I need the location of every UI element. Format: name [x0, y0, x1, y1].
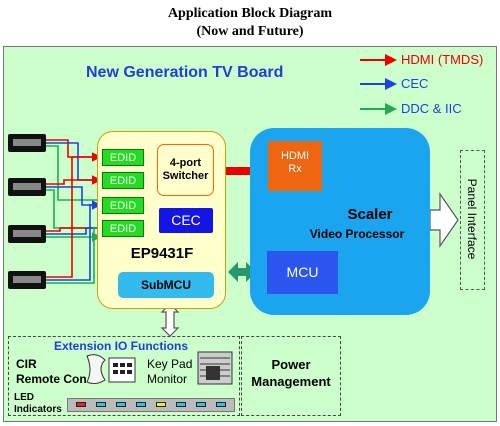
hdmi-connector-icons: [8, 134, 46, 289]
led-label-line1: LED: [14, 392, 34, 403]
power-management-box: [241, 336, 341, 416]
edid-block-1: EDID: [102, 149, 144, 166]
led-indicator-4: [136, 402, 146, 407]
page-subtitle: (Now and Future): [196, 24, 304, 39]
hdmi-rx-line1: HDMI: [280, 150, 310, 162]
board-title: New Generation TV Board: [86, 64, 284, 81]
power-label-line1: Power: [271, 357, 311, 372]
edid-block-3: EDID: [102, 197, 144, 214]
led-indicator-8: [216, 402, 226, 407]
cir-label-line1: CIR: [16, 357, 37, 371]
port-switcher: 4-port Switcher: [157, 144, 214, 196]
hdmi-rx-block: HDMI Rx: [268, 141, 322, 191]
led-indicator-3: [116, 402, 126, 407]
legend-hdmi-label: HDMI (TMDS): [401, 52, 484, 67]
cir-label-line2: Remote Con: [16, 372, 87, 386]
edid-block-4: EDID: [102, 220, 144, 237]
chip-extension-arrow: [160, 303, 180, 337]
submcu-block: SubMCU: [118, 272, 214, 298]
power-label-line2: Management: [251, 374, 331, 389]
scaler-panel-arrow: [429, 192, 459, 248]
panel-interface-box: [460, 150, 485, 290]
keypad-monitor-icon: [197, 351, 233, 385]
led-row: [76, 402, 226, 407]
led-indicator-6: [176, 402, 186, 407]
switcher-label-line1: 4-port: [169, 157, 202, 169]
switcher-label-line2: Switcher: [162, 170, 209, 182]
scaler-title: Scaler: [347, 206, 393, 223]
led-indicator-1: [76, 402, 86, 407]
led-label-line2: Indicators: [14, 404, 62, 415]
led-indicator-2: [96, 402, 106, 407]
keypad-label-line2: Monitor: [147, 372, 188, 386]
keypad-label-line1: Key Pad: [147, 357, 193, 371]
extension-io-title: Extension IO Functions: [54, 339, 189, 353]
panel-interface-label: Panel Interface: [465, 178, 479, 260]
legend-cec-label: CEC: [401, 76, 429, 91]
hdmi-rx-line2: Rx: [288, 163, 302, 175]
mcu-block: MCU: [267, 251, 338, 294]
edid-block-2: EDID: [102, 172, 144, 189]
chip-name: EP9431F: [130, 245, 194, 262]
page-title: Application Block Diagram: [167, 6, 333, 21]
hdmi-port-wires: [46, 139, 102, 284]
led-indicator-5: [156, 402, 166, 407]
remote-sensor-icon: [86, 354, 136, 385]
scaler-subtitle: Video Processor: [309, 227, 405, 241]
legend-ddc-label: DDC & IIC: [401, 101, 462, 116]
cec-block: CEC: [159, 208, 213, 233]
extension-io-box: [8, 336, 240, 416]
chip-scaler-ddc-arrow: [228, 262, 256, 282]
led-indicator-strip: [67, 398, 235, 412]
led-indicator-7: [196, 402, 206, 407]
